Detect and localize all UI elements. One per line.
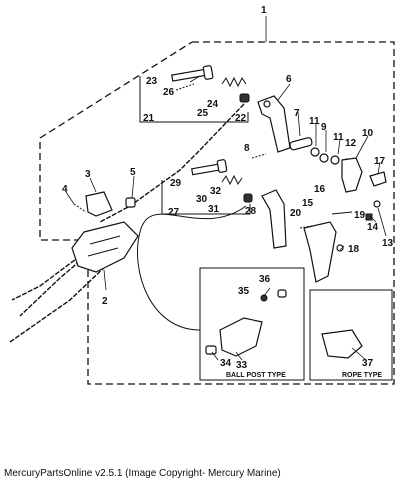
bolt-part-23 [171, 65, 214, 82]
link-arm-part-6 [257, 95, 291, 153]
washer-part-9 [319, 153, 329, 163]
callout-20: 20 [290, 208, 302, 219]
lower-group-bracket [161, 180, 251, 215]
washer-part-13 [373, 200, 381, 208]
copyright-caption: MercuryPartsOnline v2.5.1 (Image Copyrig… [4, 468, 281, 479]
washer-part-18 [336, 244, 344, 252]
pivot-hole [263, 100, 271, 108]
exploded-view: 1 2 3 4 5 6 7 8 9 10 11 11 12 13 14 15 1… [9, 5, 395, 385]
spring-part-24 [221, 76, 247, 88]
callout-26: 26 [163, 87, 175, 98]
washer-part-11 [310, 147, 320, 157]
bolt-part-29 [191, 159, 228, 176]
cable-loop [137, 205, 247, 331]
collar-part-22 [239, 93, 250, 103]
callout-14: 14 [367, 222, 379, 233]
callout-29: 29 [170, 178, 182, 189]
callout-25: 25 [197, 108, 209, 119]
callouts: 1 2 3 4 5 6 7 8 9 10 11 11 12 13 14 15 1… [62, 5, 394, 371]
cable-lower [9, 261, 111, 343]
callout-22: 22 [235, 113, 247, 124]
callout-33: 33 [236, 360, 248, 371]
callout-12: 12 [345, 138, 357, 149]
inset-label-ball-post: BALL POST TYPE [226, 372, 286, 379]
callout-35: 35 [238, 286, 250, 297]
upper-group-bracket [139, 76, 249, 123]
ball-post-inset [199, 267, 305, 381]
callout-36: 36 [259, 274, 271, 285]
callout-6: 6 [286, 74, 292, 85]
callout-8: 8 [244, 143, 250, 154]
callout-7: 7 [294, 108, 300, 119]
callout-13: 13 [382, 238, 394, 249]
screw-part-4 [73, 203, 87, 213]
callout-19: 19 [354, 210, 366, 221]
handle-part-16 [303, 221, 337, 283]
bracket-part-3 [85, 191, 113, 217]
cable-upper-left [11, 255, 81, 301]
pin-part-7 [289, 137, 313, 151]
callout-34: 34 [220, 358, 232, 369]
callout-18: 18 [348, 244, 360, 255]
clip-part-17 [369, 171, 387, 187]
callout-32: 32 [210, 186, 222, 197]
callout-9: 9 [321, 122, 327, 133]
callout-37: 37 [362, 358, 374, 369]
rod-part-19 [331, 211, 353, 215]
callout-15: 15 [302, 198, 314, 209]
nut-part-36 [277, 289, 287, 298]
nut-part-5 [125, 197, 136, 208]
callout-4: 4 [62, 184, 68, 195]
callout-16: 16 [314, 184, 326, 195]
ball-part-35 [260, 294, 268, 302]
callout-23: 23 [146, 76, 158, 87]
washer-part-11b [330, 155, 340, 165]
spring-part-30 [221, 174, 243, 186]
callout-17: 17 [374, 156, 386, 167]
callout-11a: 11 [309, 116, 320, 127]
bracket-part-10 [341, 157, 363, 193]
bolt-part-34 [205, 345, 217, 355]
callout-1: 1 [261, 5, 267, 16]
callout-28: 28 [245, 206, 257, 217]
rope-inset [309, 289, 393, 381]
assembly-boundary [39, 41, 395, 385]
callout-27: 27 [168, 207, 180, 218]
parts-diagram: 1 2 3 4 5 6 7 8 9 10 11 11 12 13 14 15 1… [9, 5, 395, 385]
callout-3: 3 [85, 169, 91, 180]
callout-11b: 11 [333, 132, 344, 143]
callout-2: 2 [102, 296, 108, 307]
nut-part-14 [365, 213, 373, 221]
callout-10: 10 [362, 128, 374, 139]
housing-detail [87, 235, 121, 257]
callout-5: 5 [130, 167, 136, 178]
anchor-housing-part-2 [71, 221, 139, 273]
inset-label-rope: ROPE TYPE [342, 372, 382, 379]
callout-30: 30 [196, 194, 208, 205]
screw-part-26 [175, 83, 195, 91]
screw-part-8 [251, 153, 267, 159]
callout-31: 31 [208, 204, 220, 215]
callout-24: 24 [207, 99, 219, 110]
callout-21: 21 [143, 113, 155, 124]
lower-arm [261, 189, 287, 249]
rope-bracket-part-37 [321, 329, 363, 359]
leader-lines [65, 75, 387, 361]
ball-post-bracket-part-33 [219, 317, 263, 357]
collar-part-28 [243, 193, 253, 203]
cable-upper [99, 103, 245, 223]
